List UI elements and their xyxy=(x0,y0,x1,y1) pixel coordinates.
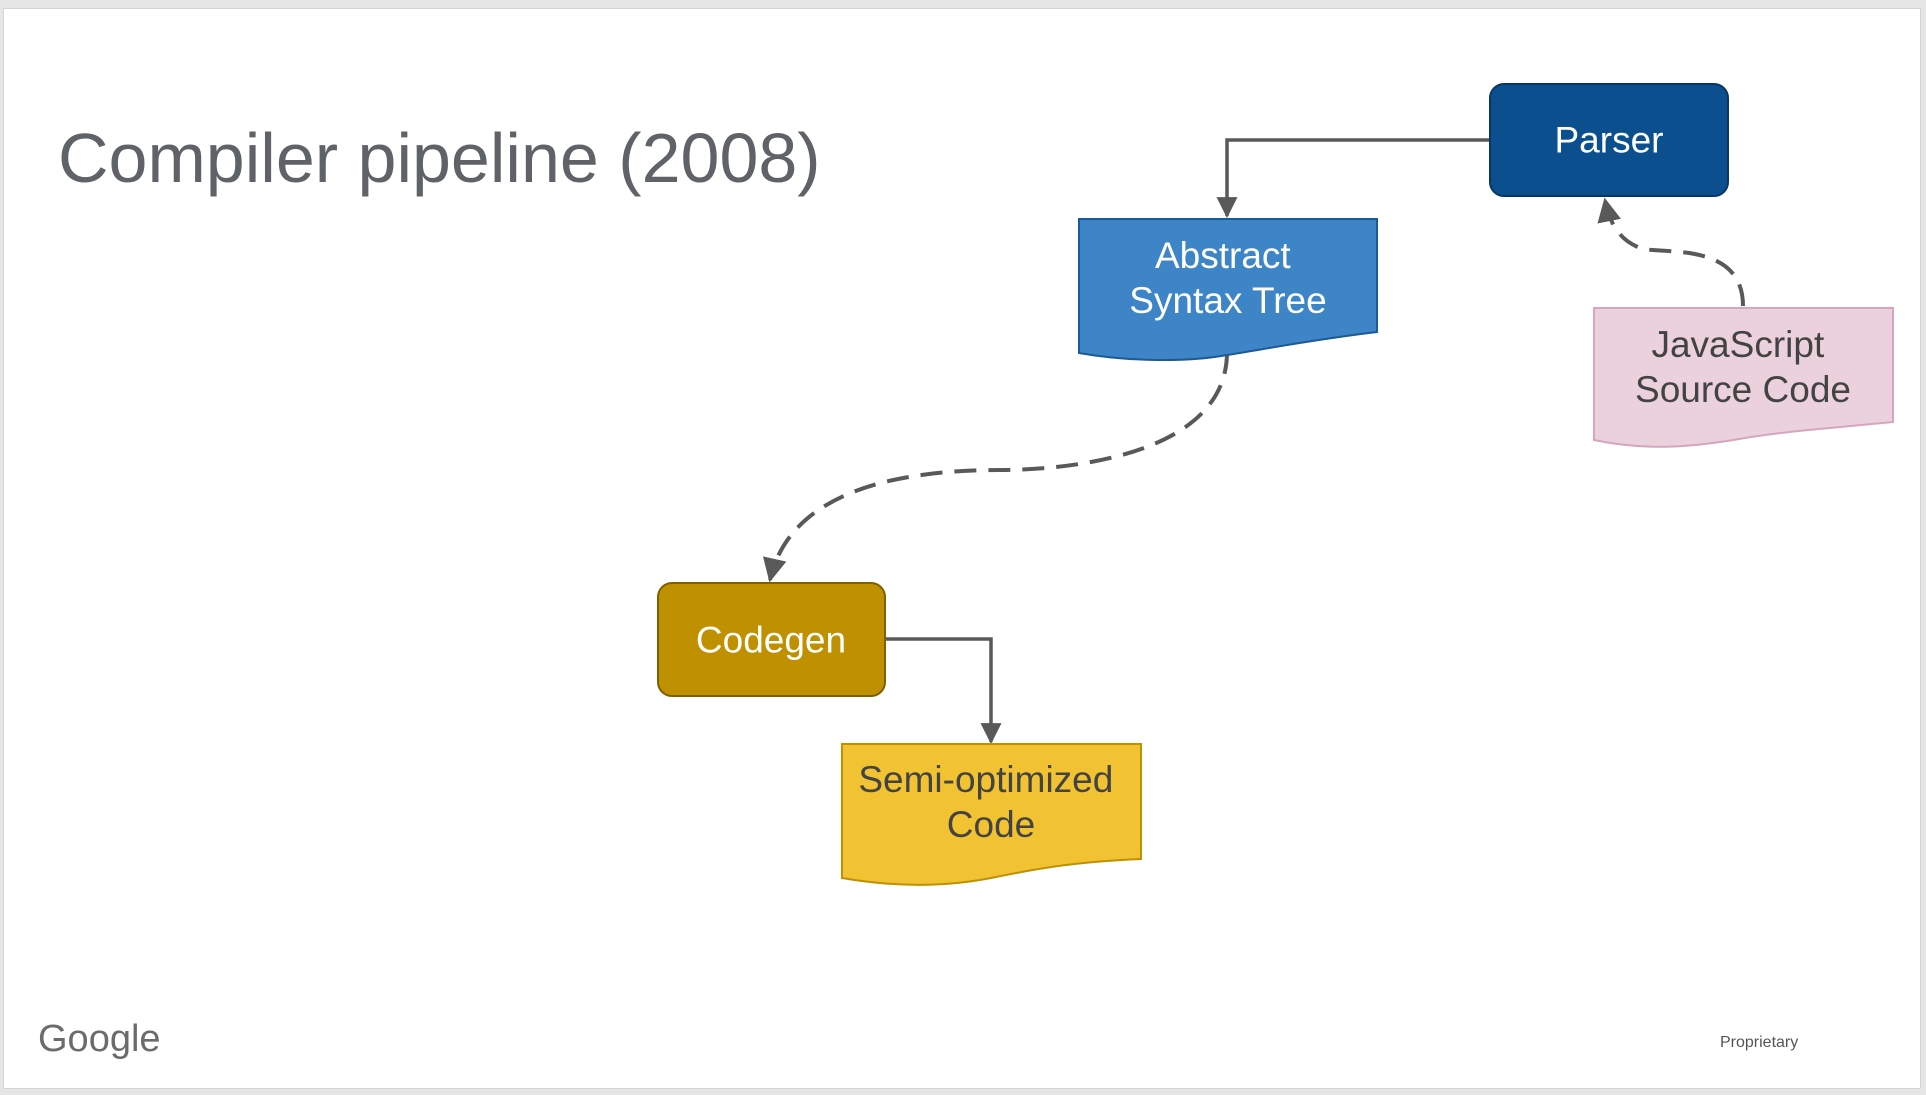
footer-proprietary: Proprietary xyxy=(1720,1034,1799,1051)
parser-label: Parser xyxy=(1555,120,1664,161)
edge-ast-to-codegen xyxy=(762,351,1229,583)
parser-box xyxy=(1489,83,1729,197)
node-js-source: JavaScript Source Code xyxy=(1593,307,1894,448)
edge-codegen-to-semi-optimized xyxy=(885,637,1002,745)
codegen-box xyxy=(657,582,886,697)
js-source-box xyxy=(1593,307,1894,448)
js-source-label-line2: Source Code xyxy=(1635,369,1851,410)
js-source-label: JavaScript Source Code xyxy=(1635,324,1851,410)
codegen-label: Codegen xyxy=(696,620,846,661)
js-source-label-line1: JavaScript xyxy=(1651,324,1824,365)
semi-optimized-label: Semi-optimized Code xyxy=(858,759,1123,845)
node-ast: Abstract Syntax Tree xyxy=(1078,218,1378,362)
semi-optimized-label-line1: Semi-optimized xyxy=(858,759,1113,800)
slide-title: Compiler pipeline (2008) xyxy=(58,119,821,197)
edge-js-source-to-parser xyxy=(1597,197,1745,307)
node-semi-optimized: Semi-optimized Code xyxy=(841,743,1142,886)
semi-optimized-label-line2: Code xyxy=(947,804,1035,845)
ast-label: Abstract Syntax Tree xyxy=(1129,235,1326,321)
edge-parser-to-ast xyxy=(1216,138,1490,219)
google-logo: Google xyxy=(38,1018,161,1060)
ast-box xyxy=(1078,218,1378,362)
node-codegen: Codegen xyxy=(657,582,886,697)
ast-label-line1: Abstract xyxy=(1155,235,1291,276)
semi-optimized-box xyxy=(841,743,1142,886)
ast-label-line2: Syntax Tree xyxy=(1129,280,1326,321)
node-parser: Parser xyxy=(1489,83,1729,197)
